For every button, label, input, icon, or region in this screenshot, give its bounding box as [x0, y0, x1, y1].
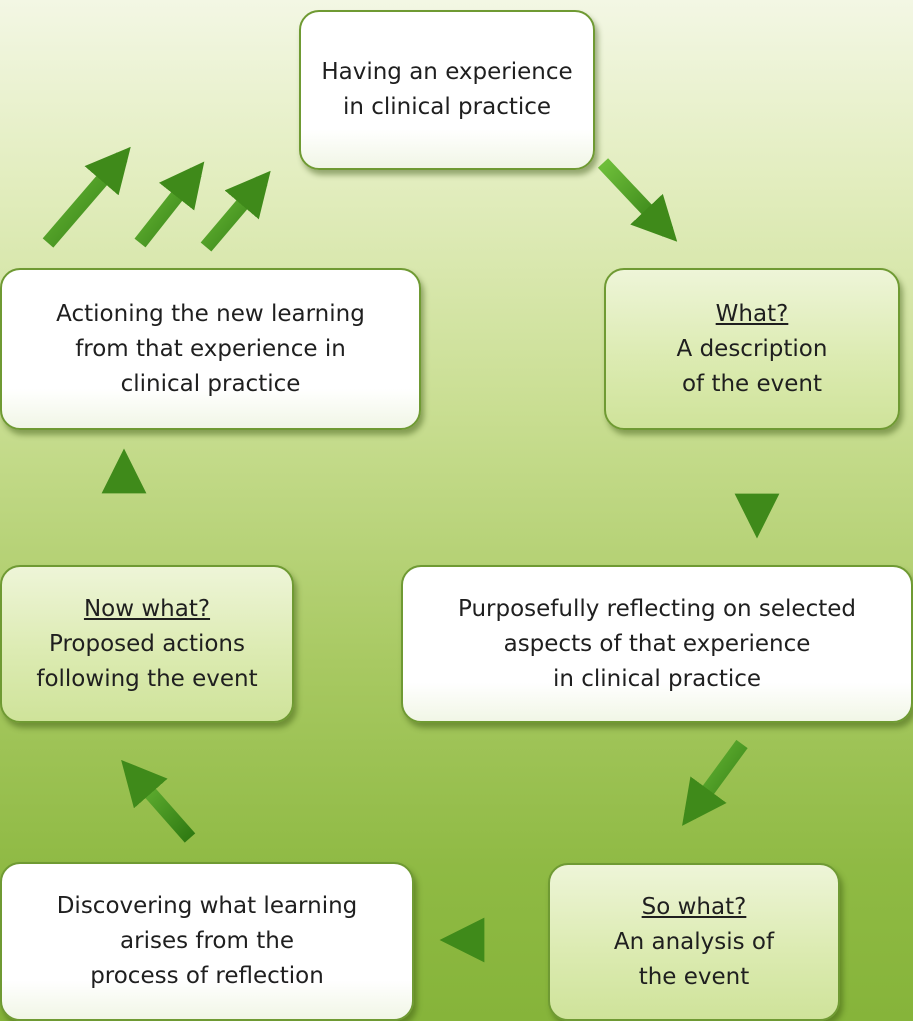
node-actioning-line-1: Actioning the new learning — [56, 300, 365, 327]
node-so-what-line-2: the event — [638, 963, 750, 990]
node-discovering-line-2: arises from the — [120, 928, 294, 954]
node-discovering-line-3: process of reflection — [90, 963, 324, 989]
arrow-actioning-to-experience-3 — [200, 170, 271, 252]
node-actioning: Actioning the new learning from that exp… — [0, 268, 421, 430]
node-what-line-1: A description — [676, 335, 828, 362]
node-reflecting: Purposefully reflecting on selected aspe… — [401, 565, 913, 723]
node-discovering-line-1: Discovering what learning — [56, 893, 358, 919]
node-reflecting-line-1: Purposefully reflecting on selected — [457, 595, 856, 622]
arrow-discovering-to-now-what — [121, 759, 196, 843]
node-experience-line-1: Having an experience — [321, 59, 573, 85]
node-reflecting-line-3: in clinical practice — [552, 665, 762, 692]
node-actioning-line-3: clinical practice — [120, 370, 301, 397]
node-experience-line-2: in clinical practice — [342, 94, 552, 120]
node-now-what-line-1: Proposed actions — [49, 630, 245, 657]
node-so-what: So what? An analysis of the event — [548, 863, 840, 1021]
arrow-actioning-to-experience-2 — [134, 161, 205, 248]
node-now-what-heading: Now what? — [83, 595, 211, 622]
node-discovering: Discovering what learning arises from th… — [0, 862, 414, 1021]
node-now-what-line-2: following the event — [36, 665, 258, 692]
node-so-what-heading: So what? — [641, 893, 747, 920]
node-what-heading: What? — [715, 300, 789, 327]
node-now-what: Now what? Proposed actions following the… — [0, 565, 294, 723]
node-what: What? A description of the event — [604, 268, 900, 430]
node-actioning-line-2: from that experience in — [75, 335, 346, 362]
node-reflecting-line-2: aspects of that experience — [503, 630, 811, 657]
node-experience: Having an experience in clinical practic… — [299, 10, 595, 170]
arrow-reflecting-to-so-what — [682, 739, 748, 826]
arrow-experience-to-what — [597, 158, 678, 242]
node-what-line-2: of the event — [681, 370, 823, 397]
arrow-actioning-to-experience-1 — [42, 146, 131, 248]
node-so-what-line-1: An analysis of — [613, 928, 775, 955]
